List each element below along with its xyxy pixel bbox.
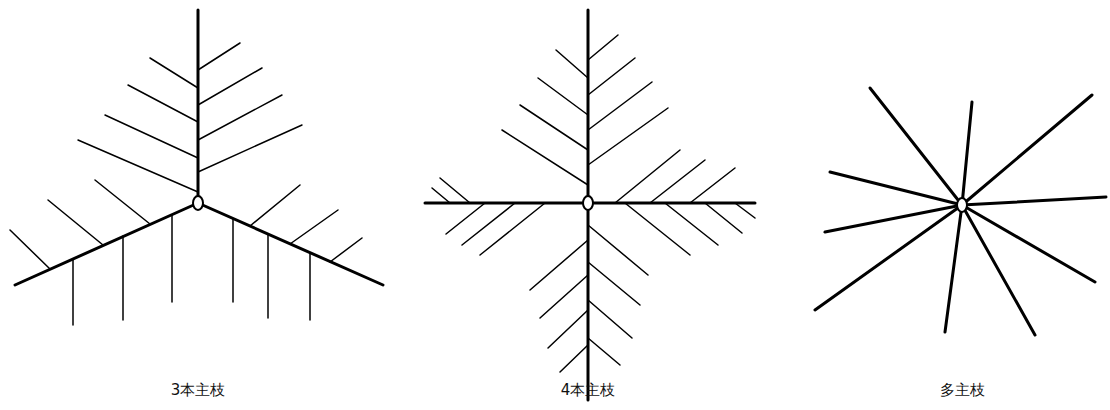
caption-label: 3本主枝: [171, 380, 226, 400]
multi-branch-tree: [815, 88, 1106, 335]
caption-label: 4本主枝: [561, 380, 616, 400]
three-branch-tree: [10, 10, 383, 325]
caption-label: 多主枝: [940, 380, 985, 400]
four-branch-tree: [425, 10, 755, 400]
